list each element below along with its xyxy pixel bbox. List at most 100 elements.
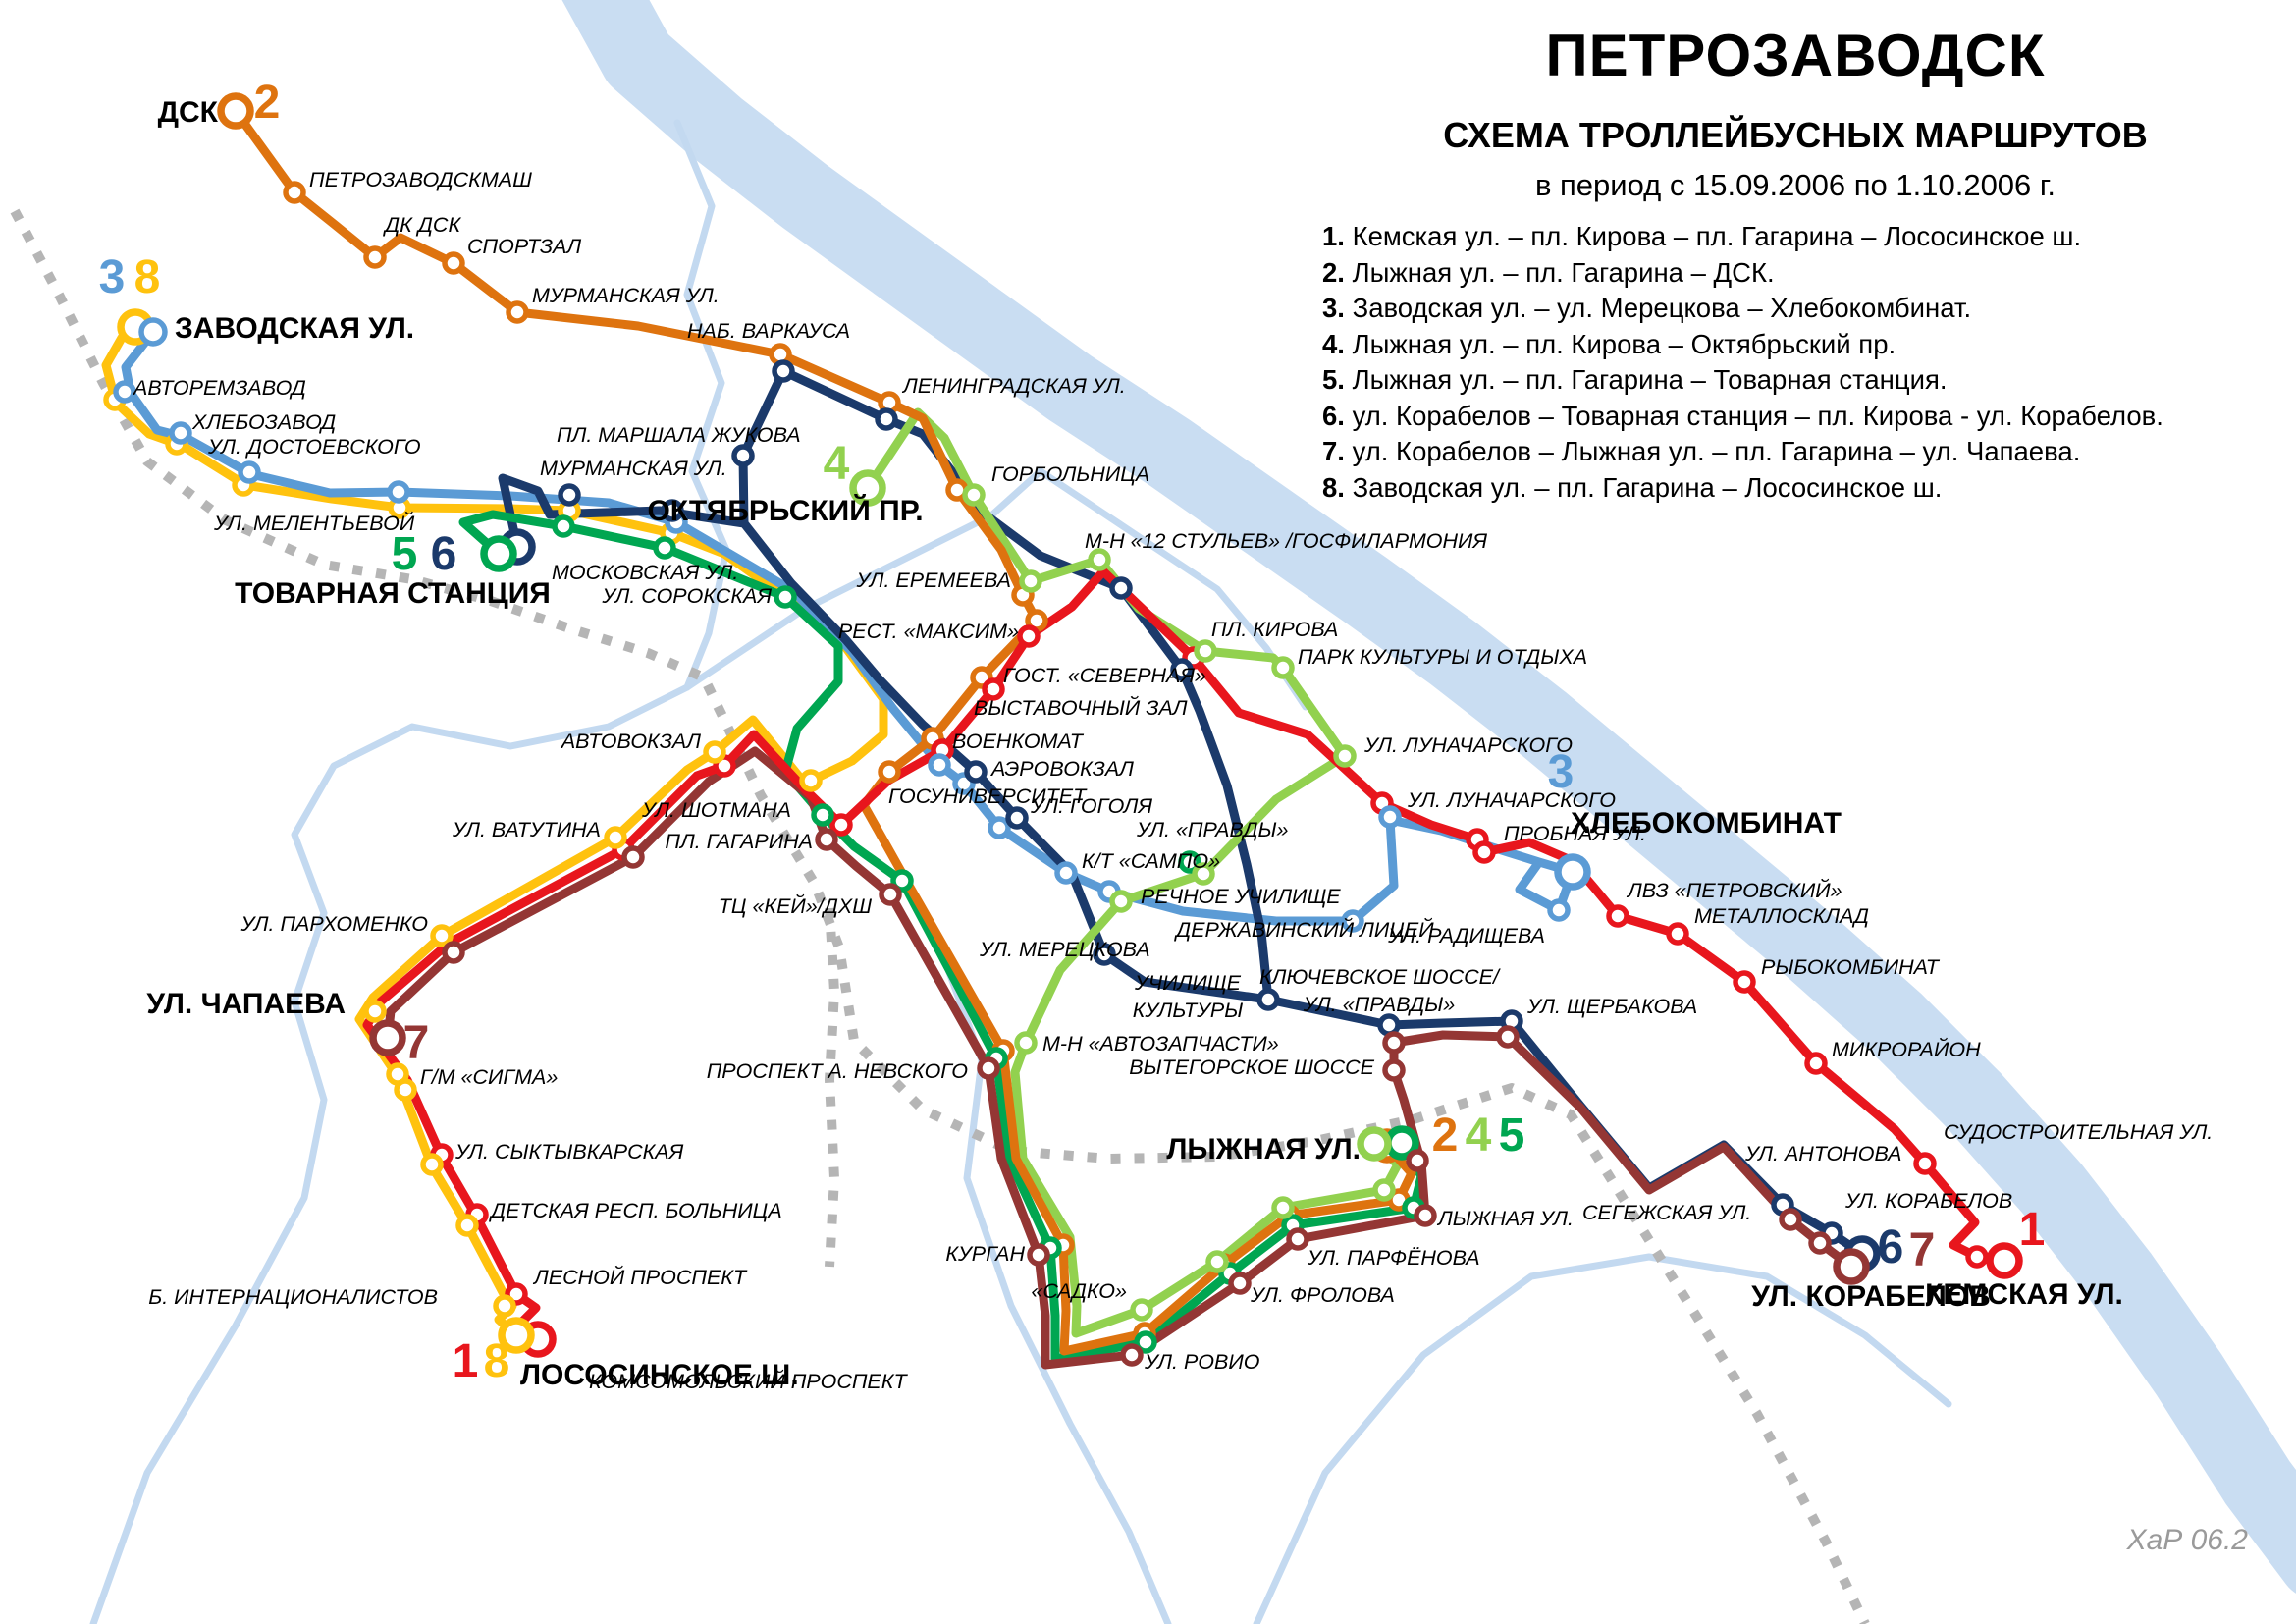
- stop-label: ВОЕНКОМАТ: [952, 730, 1085, 753]
- stop-label: КОМСОМОЛЬСКИЙ ПРОСПЕКТ: [589, 1368, 908, 1393]
- stop-circle-route-1: [1965, 1245, 1989, 1269]
- stop-circle-route-6: [1093, 943, 1116, 966]
- stop-label: ЛВЗ «ПЕТРОВСКИЙ»: [1626, 877, 1842, 902]
- stop-label: УЛ. ПАРФЁНОВА: [1307, 1246, 1480, 1270]
- stop-circle-route-8: [703, 740, 726, 764]
- route-line-2: [231, 106, 1416, 1356]
- stop-circle-route-7: [1779, 1208, 1802, 1231]
- river-1: [673, 119, 730, 691]
- terminal-label: УЛ. ЧАПАЕВА: [146, 988, 346, 1020]
- stop-circle-route-3: [113, 380, 136, 404]
- stop-label: УЛ. МЕЛЕНТЬЕВОЙ: [213, 510, 415, 535]
- stop-circle-route-5: [811, 803, 834, 827]
- route-description: Лыжная ул. – пл. Гагарина – Товарная ста…: [1352, 364, 1948, 396]
- terminal-circle-route-8: [498, 1317, 535, 1354]
- river-0: [89, 467, 1044, 1624]
- terminal-label: ЗАВОДСКАЯ УЛ.: [175, 312, 414, 345]
- stop-circle-route-1: [1804, 1052, 1828, 1075]
- stop-label: ТЦ «КЕЙ»/ДХШ: [719, 893, 872, 918]
- stop-circle-route-7: [1496, 1025, 1520, 1049]
- stop-label: ДЕТСКАЯ РЕСП. БОЛЬНИЦА: [489, 1199, 782, 1222]
- stop-circle-route-3: [928, 753, 951, 777]
- stop-circle-route-7: [1228, 1272, 1252, 1295]
- stop-circle-route-7: [621, 845, 645, 869]
- stop-circle-route-4: [1194, 639, 1217, 663]
- stop-label: УЛ. СЫКТЫВКАРСКАЯ: [454, 1140, 684, 1164]
- stop-circle-route-2: [506, 300, 529, 324]
- stop-label: УЛ. ЕРЕМЕЕВА: [855, 568, 1011, 592]
- stop-circle-route-2: [363, 245, 387, 269]
- stop-label: УЛ. ФРОЛОВА: [1250, 1283, 1395, 1307]
- stop-circle-route-3: [1547, 898, 1571, 922]
- stop-label: УЛ. ЛУНАЧАРСКОГО: [1407, 788, 1616, 812]
- stop-circle-route-4: [1205, 1250, 1229, 1273]
- route-badge-6: 6: [431, 528, 457, 580]
- stop-circle-route-7: [1808, 1231, 1832, 1255]
- terminal-circle-route-3: [1554, 853, 1591, 891]
- terminal-label: ОКТЯБРЬСКИЙ ПР.: [647, 494, 923, 527]
- route-badge-1: 1: [2019, 1204, 2046, 1256]
- terminal-label: ЛЫЖНАЯ УЛ.: [1166, 1133, 1361, 1165]
- stop-label: ПРОСПЕКТ А. НЕВСКОГО: [707, 1059, 969, 1083]
- stop-label: УЛ. МЕРЕЦКОВА: [979, 938, 1150, 961]
- route-list-item-8: 8. Заводская ул. – пл. Гагарина – Лососи…: [1322, 470, 2286, 507]
- route-list-item-1: 1. Кемская ул. – пл. Кирова – пл. Гагари…: [1322, 219, 2286, 255]
- stop-circle-route-8: [799, 769, 823, 792]
- stop-label: ЛЫЖНАЯ УЛ.: [1436, 1207, 1574, 1230]
- terminal-circle-route-4: [1357, 1126, 1392, 1162]
- stop-label: ГОРБОЛЬНИЦА: [991, 462, 1149, 486]
- stop-label: МЕТАЛЛОСКЛАД: [1694, 904, 1869, 928]
- route-line-5: [458, 510, 1426, 1364]
- stop-label: ДК ДСК: [383, 213, 461, 237]
- route-number: 3.: [1322, 293, 1353, 324]
- route-description: Лыжная ул. – пл. Кирова – Октябрьский пр…: [1352, 328, 1896, 359]
- stop-circle-route-3: [169, 421, 192, 445]
- stop-label: М-Н «АВТОЗАПЧАСТИ»: [1042, 1032, 1279, 1056]
- terminal-label: ХЛЕБОКОМБИНАТ: [1571, 807, 1842, 839]
- stop-label: КУРГАН: [945, 1242, 1025, 1266]
- terminal-label: ТОВАРНАЯ СТАНЦИЯ: [235, 577, 551, 610]
- stop-circle-route-7: [1120, 1343, 1144, 1367]
- stop-label: КУЛЬТУРЫ: [1133, 999, 1244, 1022]
- stop-circle-route-3: [1378, 805, 1402, 829]
- stop-circle-route-4: [1333, 744, 1357, 768]
- stop-circle-route-4: [1088, 548, 1111, 571]
- stop-label: КЛЮЧЕВСКОЕ ШОССЕ/: [1259, 965, 1501, 989]
- stop-circle-route-7: [815, 828, 838, 851]
- stop-circle-route-4: [1192, 862, 1215, 886]
- schedule-period: в период с 15.09.2006 по 1.10.2006 г.: [1534, 168, 2056, 202]
- route-description: Лыжная ул. – пл. Гагарина – ДСК.: [1352, 256, 1775, 288]
- route-list-item-4: 4. Лыжная ул. – пл. Кирова – Октябрьский…: [1322, 327, 2286, 363]
- stop-circle-route-6: [1005, 806, 1029, 830]
- stop-label: М-Н «12 СТУЛЬЕВ» /ГОСФИЛАРМОНИЯ: [1085, 529, 1487, 553]
- stop-circle-route-4: [1109, 890, 1133, 913]
- stop-label: МУРМАНСКАЯ УЛ.: [532, 284, 720, 307]
- route-number: 7.: [1322, 436, 1353, 467]
- route-badge-3: 3: [1548, 746, 1575, 798]
- stop-circle-route-1: [829, 813, 853, 837]
- stop-label: АВТОВОКЗАЛ: [560, 730, 701, 753]
- stop-circle-route-8: [430, 924, 454, 947]
- route-list-item-3: 3. Заводская ул. – ул. Мерецкова – Хлебо…: [1322, 291, 2286, 327]
- stop-circle-route-5: [1134, 1330, 1157, 1354]
- stop-label: УЛ. ЩЕРБАКОВА: [1526, 995, 1697, 1018]
- stop-label: ЛЕНИНГРАДСКАЯ УЛ.: [901, 374, 1126, 398]
- stop-circle-route-7: [1027, 1243, 1050, 1267]
- route-number: 5.: [1322, 364, 1353, 396]
- stop-label: «САДКО»: [1031, 1279, 1127, 1303]
- stop-label: ПЛ. КИРОВА: [1211, 618, 1338, 641]
- route-badge-8: 8: [484, 1335, 510, 1387]
- stop-label: РЕЧНОЕ УЧИЛИЩЕ: [1141, 885, 1341, 908]
- route-list-item-6: 6. ул. Корабелов – Товарная станция – пл…: [1322, 399, 2286, 435]
- terminal-label: ЛОСОСИНСКОЕ Ш.: [520, 1359, 799, 1391]
- stop-circle-route-4: [1372, 1178, 1396, 1202]
- stop-circle-route-8: [493, 1294, 516, 1318]
- stop-label: УЛ. ШОТМАНА: [641, 798, 791, 822]
- stop-circle-route-4: [1130, 1298, 1153, 1322]
- stop-label: ВЫСТАВОЧНЫЙ ЗАЛ: [974, 694, 1188, 720]
- stop-circle-route-5: [774, 585, 797, 609]
- stop-label: СПОРТЗАЛ: [467, 235, 581, 258]
- stop-label: УЛ. «ПРАВДЫ»: [1303, 993, 1456, 1016]
- stop-circle-route-7: [879, 883, 902, 906]
